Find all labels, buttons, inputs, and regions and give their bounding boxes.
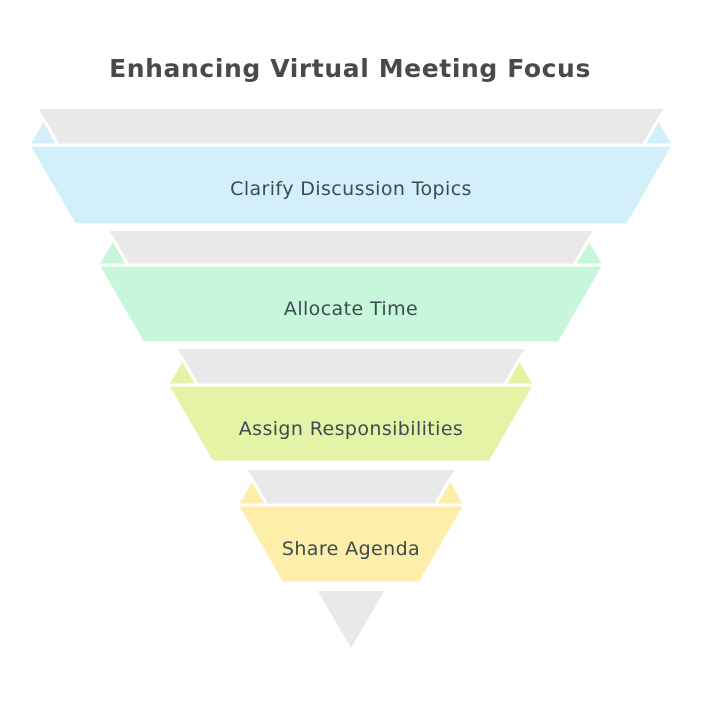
funnel-gray-segment-1 <box>35 107 667 146</box>
diagram-title: Enhancing Virtual Meeting Focus <box>109 54 591 83</box>
stage-1-band <box>25 143 677 227</box>
stage-3-band <box>164 383 538 464</box>
funnel-gray-segment-2 <box>105 229 597 266</box>
funnel-tip-triangle <box>314 589 388 652</box>
funnel-gray-segment-4 <box>244 468 458 506</box>
stage-4-label: Share Agenda <box>282 538 420 560</box>
stage-1-label: Clarify Discussion Topics <box>230 178 472 200</box>
stage-2-band <box>95 263 607 345</box>
stage-2-label: Allocate Time <box>284 298 418 320</box>
stage-3-label: Assign Responsibilities <box>239 418 463 440</box>
funnel-gray-segment-3 <box>174 347 528 386</box>
stage-4-band <box>234 503 468 585</box>
